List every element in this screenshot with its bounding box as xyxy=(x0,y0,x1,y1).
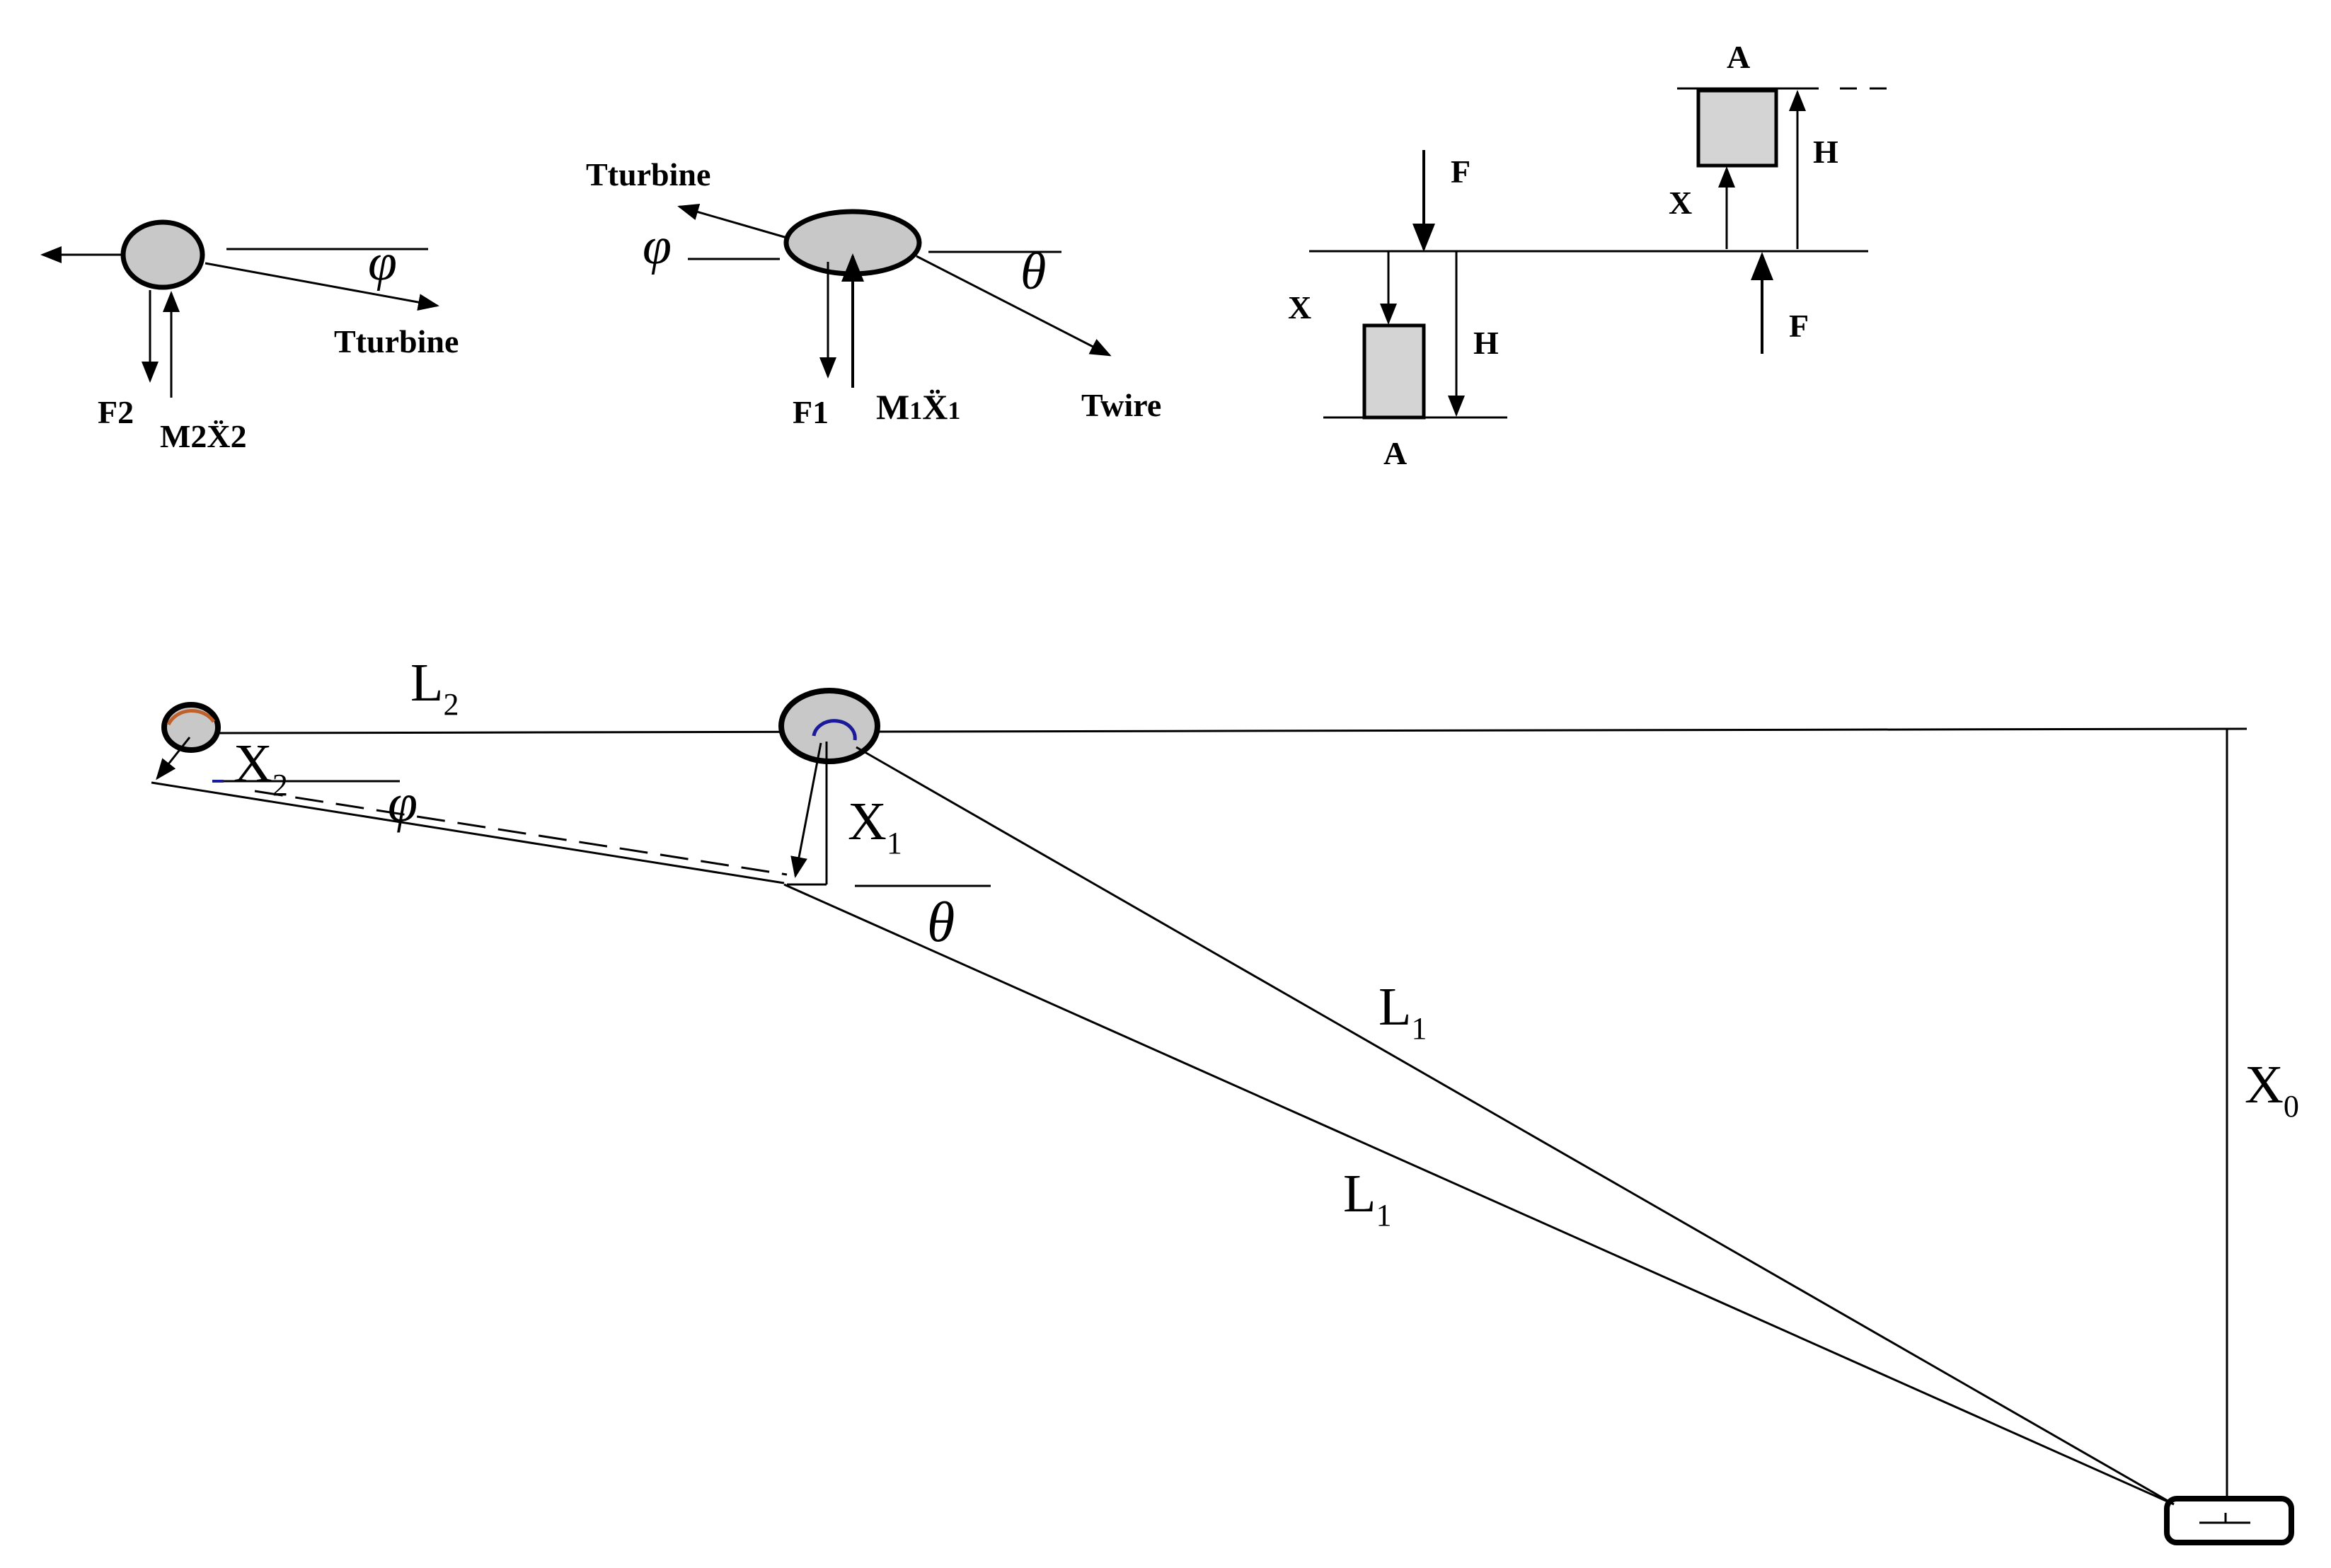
right-box xyxy=(1696,88,1778,168)
x1-displacement-arrow xyxy=(790,742,822,878)
m2x2-label: M2Ẍ2 xyxy=(160,418,247,454)
upper-cable-solid xyxy=(151,781,785,884)
small-body-accent xyxy=(166,709,216,726)
x2-displacement-arrow xyxy=(156,737,191,780)
phi-angle-label: φ xyxy=(368,234,397,292)
theta-label-geo: θ xyxy=(927,892,955,954)
twire-label: Twire xyxy=(1081,387,1161,423)
x2-label: X2 xyxy=(234,734,288,802)
left-displacement-label: X xyxy=(1288,289,1311,325)
left-force-label: F xyxy=(1451,154,1470,190)
buoyancy-sketch: A F X H A X H F xyxy=(1288,39,1897,471)
twire-arrow xyxy=(916,255,1112,357)
right-force-label: F xyxy=(1789,308,1809,344)
large-body-accent xyxy=(812,719,857,741)
x0-label: X0 xyxy=(2245,1055,2299,1124)
l1-upper-label: L1 xyxy=(1379,977,1427,1046)
l1-lower-label: L1 xyxy=(1343,1164,1391,1233)
fbd-large-body: Tturbine φ θ Twire F1 M1Ẍ1 xyxy=(586,156,1161,430)
f2-label: F2 xyxy=(98,394,134,430)
f1-label: F1 xyxy=(793,394,829,430)
theta-label: θ xyxy=(1020,243,1046,301)
tturbine-up-label: Tturbine xyxy=(586,156,710,192)
phi-label-geo: φ xyxy=(388,773,418,833)
tturbine-up-arrow xyxy=(677,203,788,239)
upper-cable-dashed xyxy=(254,790,788,876)
l1-lower-line xyxy=(783,883,2175,1506)
m1x1-label: M1Ẍ1 xyxy=(876,387,960,427)
small-body-circle xyxy=(120,219,205,290)
l2-label: L2 xyxy=(410,653,459,722)
l1-upper-line xyxy=(856,746,2175,1506)
right-height-label: H xyxy=(1813,134,1838,170)
left-box-label: A xyxy=(1383,435,1407,471)
x1-label: X1 xyxy=(848,792,902,860)
right-displacement-label: X xyxy=(1669,185,1692,221)
tturbine-arrow xyxy=(205,262,439,311)
anchor-block xyxy=(2164,1496,2294,1545)
phi-label: φ xyxy=(643,217,672,275)
right-box-label: A xyxy=(1727,39,1750,75)
geometry-sketch: L2 X2 φ X1 θ L1 L1 X0 xyxy=(151,653,2299,1545)
left-height-label: H xyxy=(1473,325,1499,361)
top-horizontal-line xyxy=(219,727,2247,734)
tturbine-label: Tturbine xyxy=(334,323,459,359)
fbd-small-body: φ Tturbine F2 M2Ẍ2 xyxy=(40,219,459,454)
large-body-displaced xyxy=(778,688,880,764)
left-box xyxy=(1362,323,1426,420)
